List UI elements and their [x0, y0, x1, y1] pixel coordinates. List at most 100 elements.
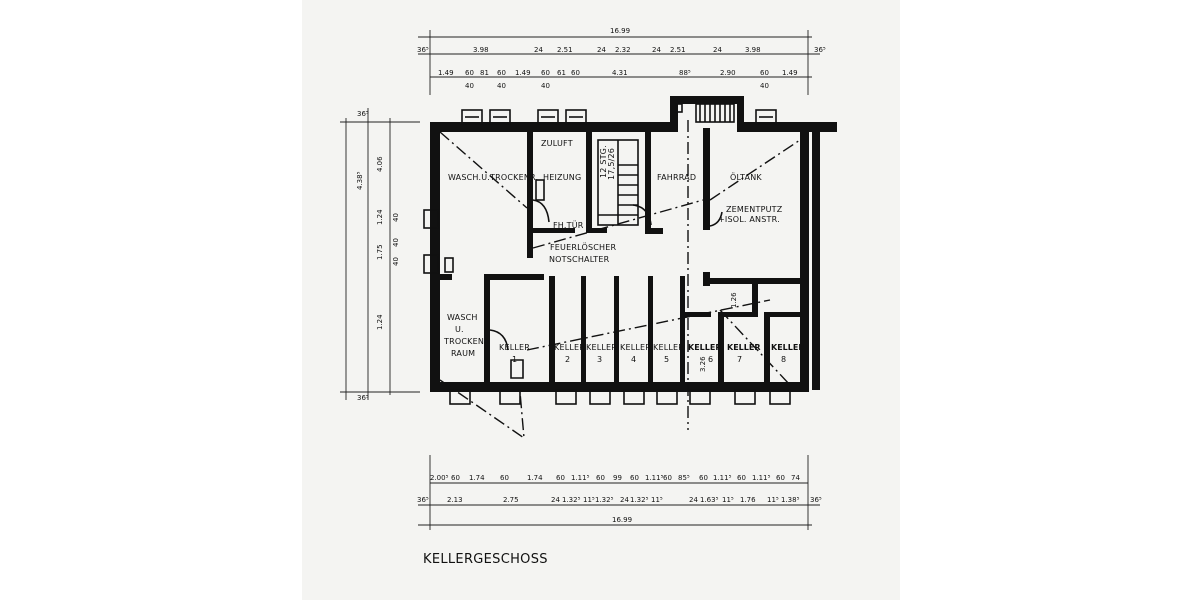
dim-bot-1-15: 60 — [737, 474, 746, 482]
label-keller-num-6: 6 — [708, 355, 713, 364]
wall-heizung-left — [527, 128, 533, 258]
dim-bot-2-5: 11⁵ — [583, 496, 595, 504]
label-wasch2-2: U. — [455, 325, 464, 334]
exterior-stair — [695, 103, 735, 123]
label-wasch2-1: WASCH — [447, 313, 478, 322]
wall-keller-2-left — [549, 276, 555, 386]
dim-bot-1-10: 1.11⁵ — [645, 474, 664, 482]
dim-bot-1-14: 1.11⁵ — [713, 474, 732, 482]
dim-left-0: 36⁵ — [357, 110, 369, 118]
dim-top-3s-0: 40 — [465, 82, 474, 90]
dim-bot-1-4: 1.74 — [527, 474, 543, 482]
keller-labels: KELLER 1 KELLER 2 KELLER 3 KELLER 4 KELL… — [499, 292, 804, 372]
wall-heizung-bottom — [533, 228, 575, 233]
wall-corridor-top — [484, 274, 544, 280]
label-keller-num-7: 7 — [737, 355, 742, 364]
dim-top-2-7: 2.51 — [670, 46, 686, 54]
dim-inner-0: 1.26 — [730, 292, 738, 308]
dim-left-8: 40 — [392, 257, 400, 266]
wall-right — [800, 122, 809, 392]
wall-keller-3-left — [581, 276, 586, 386]
wall-keller-8-top — [770, 312, 800, 317]
dim-bot-2-15: 1.38⁵ — [781, 496, 800, 504]
wall-keller-7-stub — [752, 284, 758, 314]
dim-bot-1-8: 99 — [613, 474, 622, 482]
label-stair-dim: 17,5/26 — [607, 148, 616, 180]
wall-wasch2-right — [484, 274, 490, 386]
left-dimensions: 36⁵ 4.06 4.38⁵ 1.24 1.75 1.24 40 40 40 3… — [340, 108, 420, 402]
label-wasch2-4: RAUM — [451, 349, 475, 358]
wall-stair-bottom — [592, 228, 607, 233]
dim-left-7: 40 — [392, 238, 400, 247]
wall-left — [430, 122, 440, 392]
label-keller-3: KELLER — [586, 343, 617, 352]
dim-bot-1-17: 60 — [776, 474, 785, 482]
wall-oeltank-left — [703, 128, 710, 230]
interior-stair — [597, 139, 639, 226]
label-keller-4: KELLER — [620, 343, 651, 352]
dim-bot-2-6: 1.32⁵ — [595, 496, 614, 504]
dim-top-2-9: 3.98 — [745, 46, 761, 54]
drawing-title: KELLERGESCHOSS — [423, 552, 548, 567]
label-oeltank: ÖLTANK — [730, 172, 762, 182]
dim-top-3s-2: 40 — [541, 82, 550, 90]
dim-top-3-7: 60 — [571, 69, 580, 77]
dim-bot-2-1: 2.13 — [447, 496, 463, 504]
dim-top-2-0: 36⁵ — [417, 46, 429, 54]
dim-top-2-5: 2.32 — [615, 46, 631, 54]
windows-bottom — [449, 389, 791, 405]
label-heizung: HEIZUNG — [543, 173, 581, 182]
dim-top-2-4: 24 — [597, 46, 606, 54]
dim-top-3-9: 88⁵ — [679, 69, 691, 77]
wall-stair-right — [737, 96, 744, 132]
dim-left-2: 4.38⁵ — [356, 171, 364, 190]
label-keller-num-2: 2 — [565, 355, 570, 364]
dim-bot-2-9: 11⁵ — [651, 496, 663, 504]
wall-left-stub — [440, 274, 452, 280]
section-lines — [439, 120, 801, 440]
dim-bot-1-11: 60 — [663, 474, 672, 482]
label-keller-2: KELLER — [554, 343, 585, 352]
left-openings — [423, 209, 454, 274]
dim-top-2-3: 2.51 — [557, 46, 573, 54]
label-keller-num-5: 5 — [664, 355, 669, 364]
wall-bottom — [430, 382, 808, 392]
dim-top-2-6: 24 — [652, 46, 661, 54]
dim-bot-2-2: 2.75 — [503, 496, 519, 504]
dim-top-2-8: 24 — [713, 46, 722, 54]
windows-top — [461, 109, 777, 125]
dim-top-3-8: 4.31 — [612, 69, 628, 77]
label-keller-7: KELLER — [727, 343, 760, 352]
dim-top-3-10: 2.90 — [720, 69, 736, 77]
dim-bot-1-3: 60 — [500, 474, 509, 482]
dim-bot-1-7: 60 — [596, 474, 605, 482]
dim-left-3: 1.24 — [376, 209, 384, 225]
dim-bot-2-11: 1.63⁵ — [700, 496, 719, 504]
wall-top-right — [737, 122, 837, 132]
dim-bot-1-9: 60 — [630, 474, 639, 482]
dim-bot-2-14: 11⁵ — [767, 496, 779, 504]
label-zementputz: ZEMENTPUTZ — [726, 205, 783, 214]
dim-top-3-6: 61 — [557, 69, 566, 77]
dim-top-3-5: 60 — [541, 69, 550, 77]
room-labels: WASCH.U.TROCKENR. ZULUFT HEIZUNG 12 STG.… — [443, 139, 783, 358]
label-feuerloescher: FEUERLÖSCHER — [550, 242, 617, 252]
label-keller-num-4: 4 — [631, 355, 636, 364]
dim-bot-1-16: 1.11⁵ — [752, 474, 771, 482]
wall-fahrrad-bottom — [645, 228, 663, 234]
door-swings — [489, 103, 723, 379]
dim-total-top: 16.99 — [610, 27, 630, 35]
dim-bot-2-4: 1.32⁵ — [562, 496, 581, 504]
dim-bot-2-0: 36⁵ — [417, 496, 429, 504]
wall-keller-5-left — [648, 276, 653, 386]
dim-bot-2-13: 1.76 — [740, 496, 756, 504]
label-keller-5: KELLER — [653, 343, 684, 352]
label-fahrrad: FAHRRAD — [657, 173, 696, 182]
dim-bot-2-7: 24 — [620, 496, 629, 504]
dim-bot-2-16: 36⁵ — [810, 496, 822, 504]
dim-bot-2-8: 1.32⁵ — [630, 496, 649, 504]
dim-top-2-10: 36⁵ — [814, 46, 826, 54]
dim-bot-1-12: 85⁵ — [678, 474, 690, 482]
wall-keller-8-left — [764, 312, 770, 386]
